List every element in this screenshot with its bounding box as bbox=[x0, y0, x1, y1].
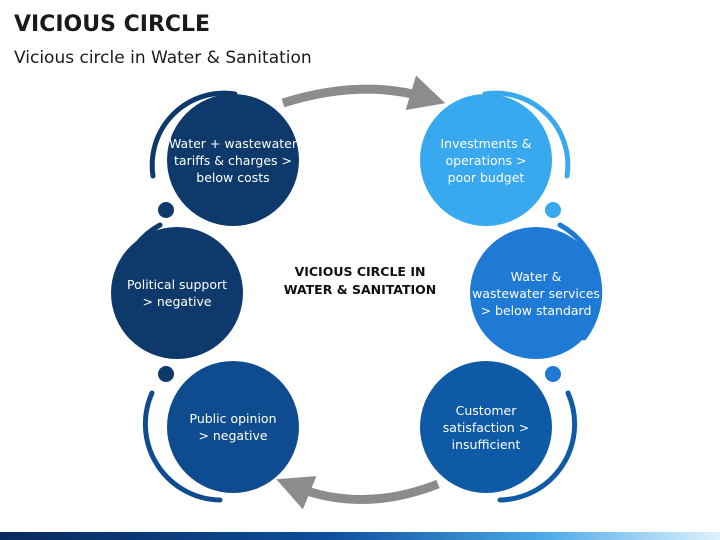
arc-tariffs bbox=[149, 90, 238, 179]
node-tariffs bbox=[167, 94, 299, 226]
node-services bbox=[470, 227, 602, 359]
page-subtitle: Vicious circle in Water & Sanitation bbox=[14, 48, 312, 68]
node-label-satisfaction: Customer satisfaction > insufficient bbox=[442, 403, 530, 452]
connector-dot bbox=[158, 366, 174, 382]
flow-arrow-bottom bbox=[276, 476, 440, 510]
arc-opinion bbox=[142, 390, 223, 503]
node-label-tariffs: Water + wastewater tariffs & charges > b… bbox=[169, 136, 297, 185]
arc-investments bbox=[482, 90, 571, 179]
page-title: VICIOUS CIRCLE bbox=[14, 12, 211, 37]
footer-gradient-bar bbox=[0, 532, 720, 540]
arc-satisfaction bbox=[497, 390, 578, 503]
connector-dot bbox=[545, 366, 561, 382]
node-investments bbox=[420, 94, 552, 226]
node-label-opinion: Public opinion > negative bbox=[189, 411, 277, 443]
node-label-services: Water & wastewater services > below stan… bbox=[472, 269, 600, 318]
node-label-political: Political support > negative bbox=[126, 277, 228, 309]
node-opinion bbox=[167, 361, 299, 493]
flow-arrow-top bbox=[281, 75, 446, 111]
node-label-investments: Investments & operations > poor budget bbox=[440, 136, 532, 185]
connector-dot bbox=[158, 202, 174, 218]
node-political bbox=[111, 227, 243, 359]
connector-dot bbox=[545, 202, 561, 218]
node-satisfaction bbox=[420, 361, 552, 493]
center-title: VICIOUS CIRCLE IN WATER & SANITATION bbox=[283, 264, 437, 297]
